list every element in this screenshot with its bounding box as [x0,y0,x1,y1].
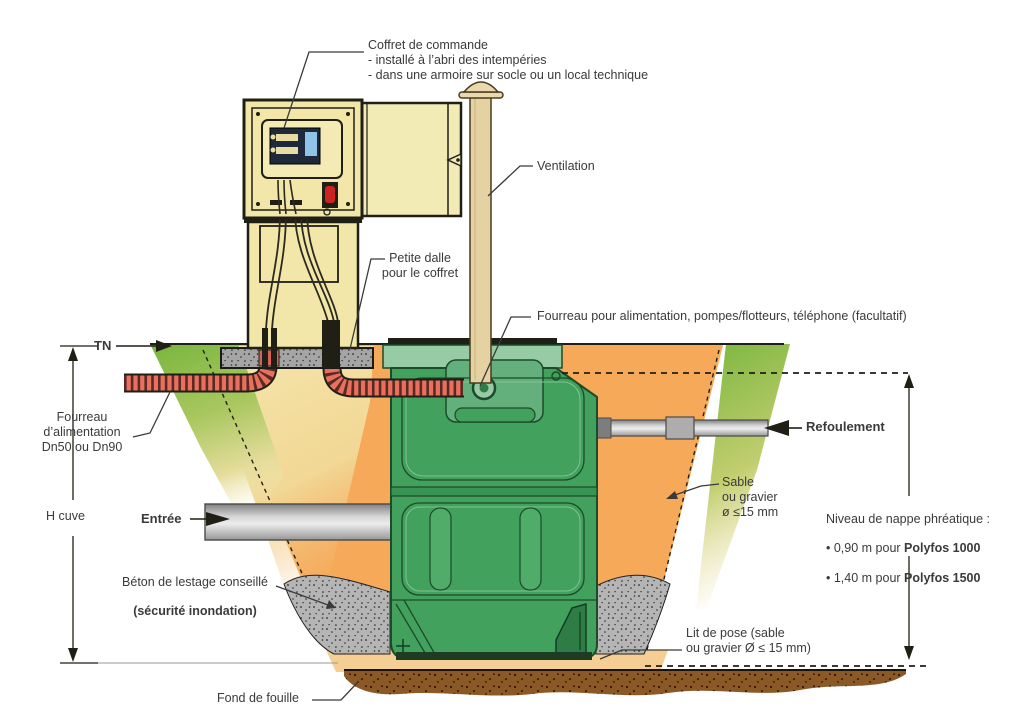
leader-sable-arrowhead [666,491,678,499]
label-entree: Entrée [141,511,182,526]
polyfos-1000: Polyfos 1000 [904,541,981,556]
leader-fond-de-fouille [312,681,359,701]
tn-arrow [116,340,172,352]
label-nappe-item2: • 1,40 m pour Polyfos 1500 [826,570,981,585]
tank-rib [429,507,452,591]
vent-cap-dome [462,81,500,93]
conduit-stub-large [322,320,340,368]
label-beton-line2: (sécurité inondation) [133,604,257,619]
label-tn: TN [94,338,112,353]
inlet-pipe [204,503,393,541]
leader-beton [275,585,329,606]
door-latch [446,152,462,168]
label-petite-dalle: Petite dalle pour le coffret [381,251,459,280]
label-nappe: Niveau de nappe phréatique : • 0,90 m po… [826,497,1016,600]
label-beton: Béton de lestage conseillé (sécurité ino… [108,560,282,634]
breaker-switch [276,134,298,141]
label-fourreau-alim: Fourreau d’alimentation Dn50 ou Dn90 [41,410,123,454]
label-h-cuve: H cuve [46,509,85,523]
label-ventilation: Ventilation [537,159,595,173]
cables [265,211,339,331]
discharge-pipe [596,416,769,440]
leader-sable [671,483,720,497]
label-sable: Sable ou gravier ø ≤15 mm [722,475,779,519]
polyfos-1500: Polyfos 1500 [904,570,981,585]
leader-ventilation [487,165,533,197]
leader-beton-arrowhead [326,600,336,609]
tank-chute [395,599,437,659]
conduit-stub [262,328,268,368]
h-cuve-dimension [60,345,338,664]
cabinet-door [360,101,463,218]
leader-petite-dalle [349,258,385,350]
tank-base-band [396,652,592,660]
label-coffret: Coffret de commande - installé à l’abri … [368,38,649,82]
label-lit-de-pose: Lit de pose (sable ou gravier Ø ≤ 15 mm) [686,626,811,655]
control-cabinet [242,98,463,220]
pipe-coupling [665,416,695,440]
water-table-depth-arrow [904,374,914,660]
label-fond-de-fouille: Fond de fouille [217,691,300,705]
label-refoulement: Refoulement [806,419,885,434]
tank-groove-band [390,486,598,497]
vent-cap-base [458,91,504,99]
discharge-arrow [764,420,802,436]
tank-rib [519,507,542,591]
leader-coffret [283,51,364,129]
leader-fourreau-long [479,316,531,387]
label-nappe-title: Niveau de nappe phréatique : [826,511,991,526]
inlet-arrow [190,512,230,526]
subsoil-brown-layer [344,669,906,696]
leader-lit-de-pose [599,649,682,660]
module-display [305,132,317,156]
leader-fourreau-alim [132,391,171,438]
cabinet-slab [220,347,374,369]
conduit-stub [271,328,277,368]
vent-pipe [458,81,504,384]
breaker-switch [276,147,298,154]
concrete-ballast [283,574,671,655]
conduit-inlet-port-center [479,383,489,393]
cabinet-pedestal [244,211,362,368]
anchor-mark [396,639,410,653]
label-nappe-item1: • 0,90 m pour Polyfos 1000 [826,541,981,556]
pump-housing [555,603,587,657]
grass-right [696,344,790,610]
label-beton-line1: Béton de lestage conseillé [122,574,268,589]
label-fourreau-long: Fourreau pour alimentation, pompes/flott… [537,309,907,323]
